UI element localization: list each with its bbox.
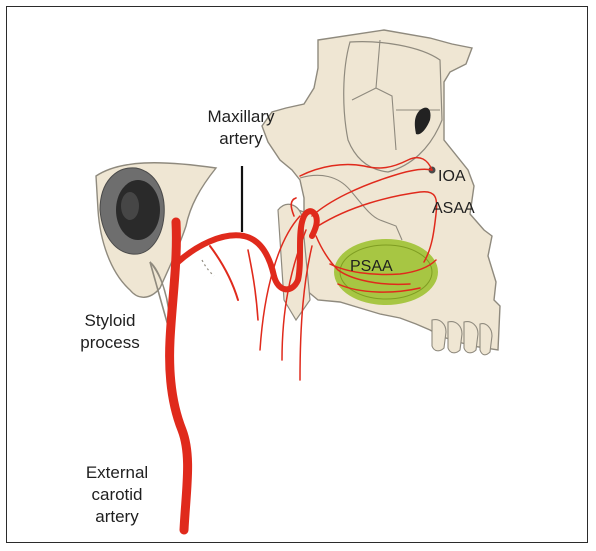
label-psaa-text: PSAA — [350, 258, 393, 275]
tooth-2 — [448, 322, 462, 353]
label-psaa: PSAA — [350, 256, 393, 278]
tooth-3 — [464, 322, 478, 353]
external-carotid-artery-vessel — [170, 222, 188, 530]
label-maxillary-artery: Maxillary artery — [186, 106, 296, 150]
tooth-1 — [432, 320, 446, 351]
branch-down-1 — [210, 246, 238, 300]
dotted-branch — [202, 260, 214, 276]
ear-canal-highlight — [121, 192, 139, 220]
label-asaa-text: ASAA — [432, 200, 475, 217]
label-external-carotid-artery: External carotid artery — [62, 462, 172, 528]
label-styloid-process-line1: Styloid — [60, 310, 160, 332]
label-asaa: ASAA — [432, 198, 475, 220]
label-external-carotid-artery-line2: carotid — [62, 484, 172, 506]
branch-down-2 — [248, 250, 258, 320]
label-external-carotid-artery-line3: artery — [62, 506, 172, 528]
label-styloid-process-line2: process — [60, 332, 160, 354]
label-external-carotid-artery-line1: External — [62, 462, 172, 484]
label-maxillary-artery-line2: artery — [186, 128, 296, 150]
label-styloid-process: Styloid process — [60, 310, 160, 354]
tooth-4 — [480, 324, 492, 355]
label-maxillary-artery-line1: Maxillary — [186, 106, 296, 128]
label-ioa-text: IOA — [438, 168, 466, 185]
maxilla-skull — [262, 30, 500, 355]
label-ioa: IOA — [438, 166, 466, 188]
temporal-bone-ear — [96, 163, 216, 298]
